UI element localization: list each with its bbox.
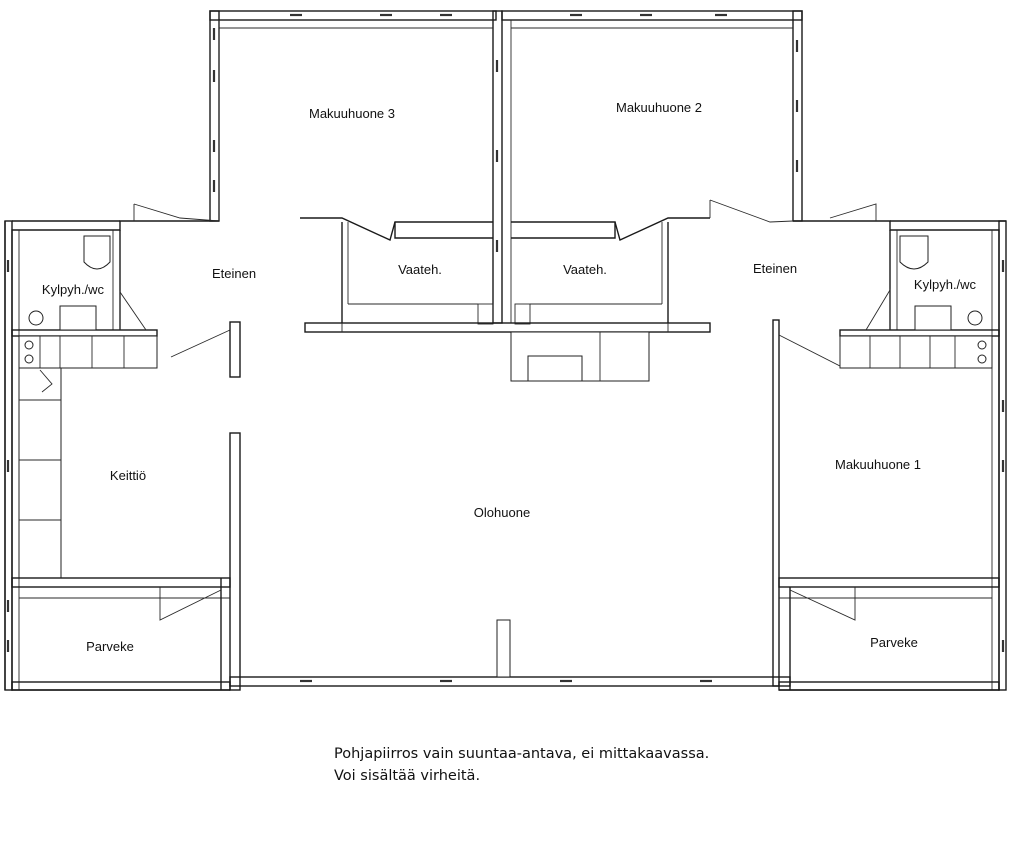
label-balcony-right: Parveke: [870, 635, 918, 650]
label-closet-left: Vaateh.: [398, 262, 442, 277]
corridor-walls: [304, 322, 711, 333]
right-balcony: [778, 577, 1000, 691]
left-kitchen-counters: [18, 335, 158, 579]
disclaimer-line-1: Pohjapiirros vain suuntaa-antava, ei mit…: [334, 746, 710, 762]
label-bedroom-2: Makuuhuone 2: [616, 100, 702, 115]
left-bathroom: [11, 230, 158, 337]
bedroom-2-walls: [501, 10, 803, 323]
label-hall-right: Eteinen: [753, 261, 797, 276]
living-room-walls: [229, 319, 791, 687]
label-kitchen: Keittiö: [110, 468, 146, 483]
label-living-room: Olohuone: [474, 505, 530, 520]
right-wardrobes: [839, 335, 993, 369]
fireplace-unit: [510, 331, 650, 382]
disclaimer-note: Pohjapiirros vain suuntaa-antava, ei mit…: [334, 743, 709, 787]
closet-walls: [300, 217, 710, 325]
label-balcony-left: Parveke: [86, 639, 134, 654]
label-bedroom-1: Makuuhuone 1: [835, 457, 921, 472]
left-hall-walls: [133, 203, 241, 691]
bedroom-3-walls: [209, 10, 503, 324]
disclaimer-line-2: Voi sisältää virheitä.: [334, 768, 481, 784]
label-bath-left: Kylpyh./wc: [42, 282, 105, 297]
label-hall-left: Eteinen: [212, 266, 256, 281]
right-hall-walls: [709, 199, 877, 367]
label-closet-right: Vaateh.: [563, 262, 607, 277]
left-balcony: [11, 577, 231, 691]
label-bedroom-3: Makuuhuone 3: [309, 106, 395, 121]
right-bathroom: [839, 230, 1000, 337]
label-bath-right: Kylpyh./wc: [914, 277, 977, 292]
